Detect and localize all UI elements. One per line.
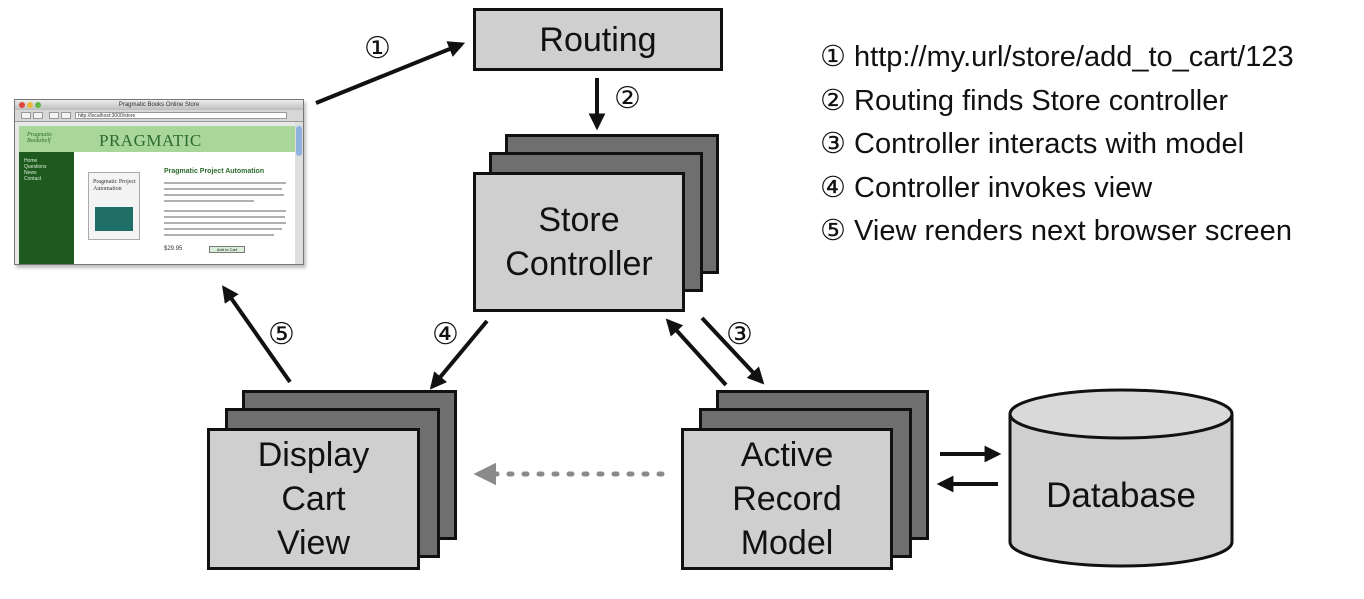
legend-item-2: ② Routing finds Store controller [820,84,1229,117]
product-text-line [164,200,254,202]
display-cart-view-box [207,428,420,570]
browser-screenshot: Pragmatic Books Online Store http://loca… [14,99,304,265]
add-bookmark-icon [61,112,71,119]
database-cylinder [1008,388,1234,568]
routing-box [473,8,723,71]
step-2-marker: ② [614,82,641,115]
product-text-line [164,222,286,224]
legend-item-3: ③ Controller interacts with model [820,128,1245,160]
scrollbar-thumb [296,126,302,156]
active-record-model-label: Active Record Model [732,436,842,562]
product-text-line [164,182,286,184]
back-icon [21,112,31,119]
arrow-model-to-controller [665,318,728,387]
database-label: Database [1046,476,1196,515]
step-5-marker: ⑤ [268,318,295,351]
product-text-line [164,216,285,218]
add-to-cart-button: Add to Cart [209,246,245,253]
book-cover-title: Pragmatic Project Automation [93,179,136,192]
product-text-line [164,210,286,212]
legend: ① http://my.url/store/add_to_cart/123 ② … [820,36,1294,254]
arrow-controller-to-model [700,316,765,385]
forward-icon [33,112,43,119]
product-price: $29.95 [164,246,183,252]
browser-titlebar: Pragmatic Books Online Store [15,100,303,110]
sidebar-item-contact: Contact [24,176,42,182]
store-sidebar: Home Questions News Contact [19,152,74,264]
step-1-marker: ① [364,32,391,65]
book-cover: Pragmatic Project Automation [88,172,140,240]
product-title: Pragmatic Project Automation [164,168,265,175]
legend-item-5: ⑤ View renders next browser screen [820,215,1292,247]
step-4-marker: ④ [432,318,459,351]
active-record-model-box [681,428,893,570]
browser-window-title: Pragmatic Books Online Store [118,102,200,108]
product-text-line [164,228,282,230]
product-text-line [164,234,274,236]
arrow-view-to-browser [222,285,292,384]
store-logo: Pragmatic Bookshelf [27,132,53,144]
arrow-controller-to-view [429,319,489,390]
reload-icon [49,112,59,119]
minimize-dot-icon [27,102,33,108]
close-dot-icon [19,102,25,108]
browser-scrollbar [295,122,303,264]
store-controller-label: Store Controller [505,201,653,283]
sidebar-item-news: News [24,170,37,176]
step-3-marker: ③ [726,318,753,351]
store-main: Pragmatic Project Automation Pragmatic P… [74,152,295,264]
product-text-line [164,194,284,196]
sidebar-item-questions: Questions [24,164,47,170]
routing-label: Routing [539,20,657,59]
sidebar-item-home: Home [24,158,38,164]
book-cover-image [95,207,133,231]
legend-item-4: ④ Controller invokes view [820,171,1153,204]
browser-toolbar: http://localhost:3000/store [15,110,303,122]
zoom-dot-icon [35,102,41,108]
browser-url-field: http://localhost:3000/store [75,112,287,119]
legend-item-1: ① http://my.url/store/add_to_cart/123 [820,41,1294,73]
arrow-browser-to-routing [315,41,466,105]
product-text-line [164,188,282,190]
display-cart-view-label: Display Cart View [257,436,370,562]
store-controller-box [473,172,685,312]
